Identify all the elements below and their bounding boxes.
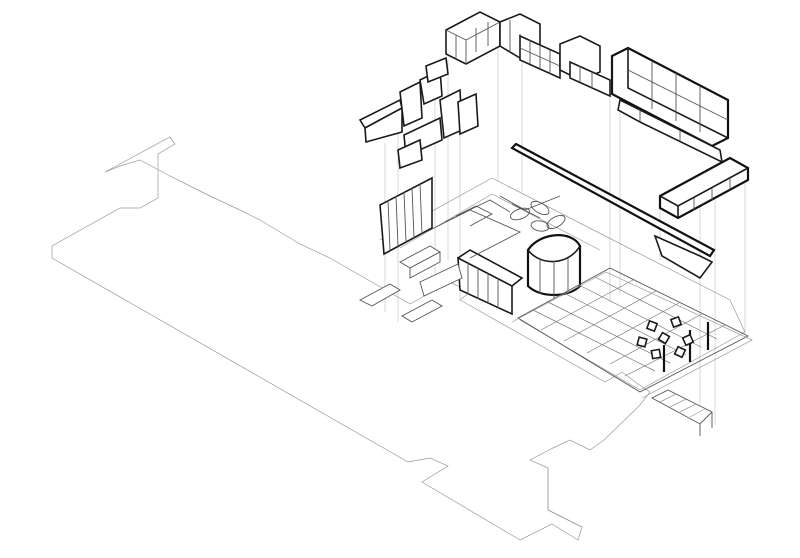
plaza-furniture (636, 315, 710, 372)
middle-level (359, 176, 746, 391)
site-plan-outline (51, 136, 651, 541)
upper-shelving (358, 11, 750, 280)
stair-ramp (651, 389, 713, 436)
ground-floor-tiles (511, 267, 753, 399)
